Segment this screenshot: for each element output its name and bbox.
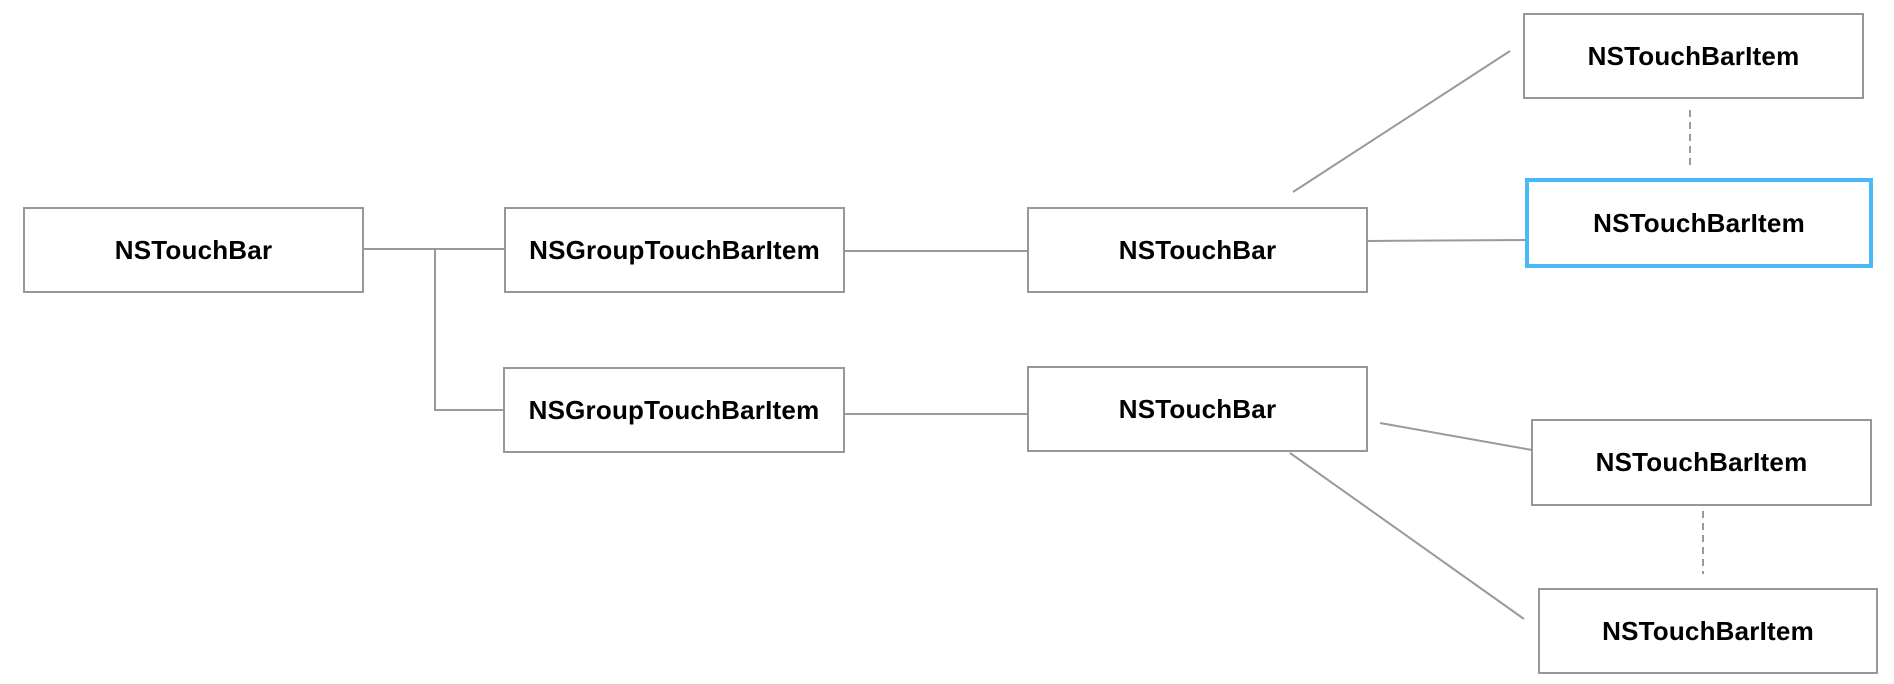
connector-touchbar-top-to-item-top — [1292, 50, 1511, 193]
node-label: NSTouchBarItem — [1587, 40, 1800, 71]
node-label: NSGroupTouchBarItem — [528, 394, 820, 425]
node-nstouchbar-nested-top[interactable]: NSTouchBar — [1027, 207, 1368, 293]
node-label: NSTouchBar — [114, 234, 273, 265]
connector-touchbar-bottom-to-item-second — [1289, 452, 1525, 620]
node-label: NSTouchBar — [1118, 393, 1277, 424]
node-nstouchbar-root[interactable]: NSTouchBar — [23, 207, 364, 293]
node-nsgrouptouchbaritem-bottom[interactable]: NSGroupTouchBarItem — [503, 367, 845, 453]
node-nstouchbaritem-bottom-first[interactable]: NSTouchBarItem — [1531, 419, 1872, 506]
node-label: NSTouchBarItem — [1595, 447, 1808, 477]
node-label: NSGroupTouchBarItem — [529, 234, 820, 265]
connector-touchbar-top-to-item-selected — [1366, 239, 1527, 242]
connector-touchbar-bottom-to-item-first — [1379, 422, 1533, 451]
node-nstouchbar-nested-bottom[interactable]: NSTouchBar — [1027, 366, 1368, 452]
node-nstouchbaritem-selected[interactable]: NSTouchBarItem — [1525, 178, 1873, 268]
node-label: NSTouchBarItem — [1593, 207, 1805, 238]
node-nstouchbaritem-top[interactable]: NSTouchBarItem — [1523, 13, 1864, 99]
node-nstouchbaritem-bottom-second[interactable]: NSTouchBarItem — [1538, 588, 1878, 674]
node-nsgrouptouchbaritem-top[interactable]: NSGroupTouchBarItem — [504, 207, 845, 293]
node-label: NSTouchBarItem — [1602, 615, 1814, 646]
node-label: NSTouchBar — [1118, 234, 1277, 265]
